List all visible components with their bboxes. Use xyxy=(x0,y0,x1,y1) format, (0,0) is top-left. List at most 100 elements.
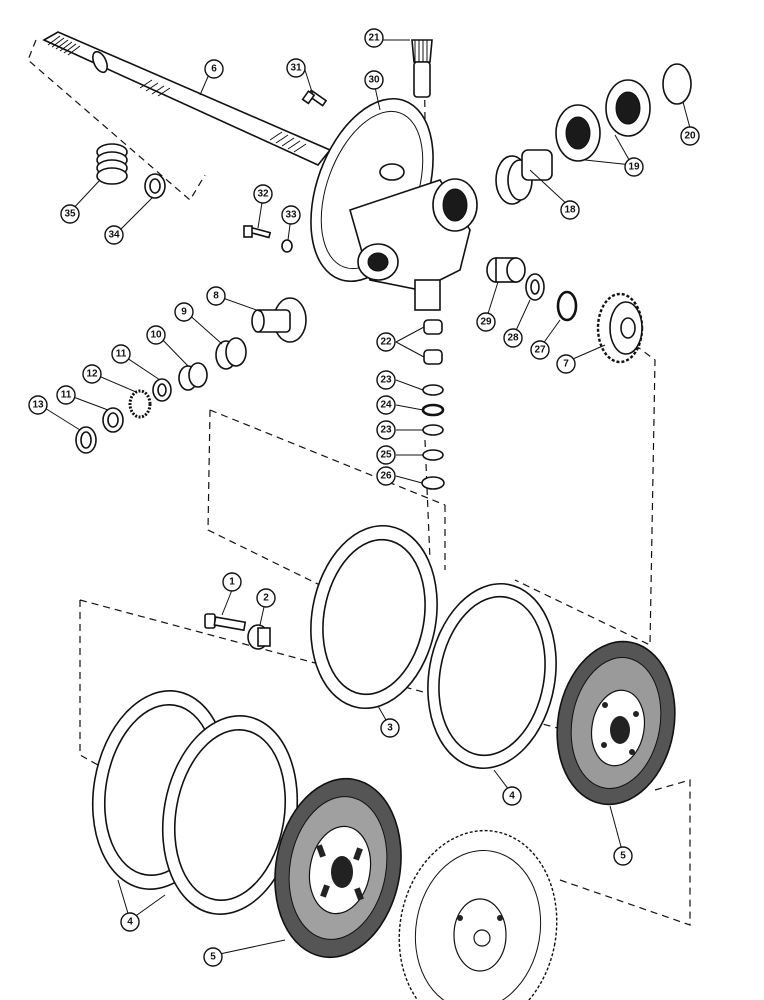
callout-30: 30 xyxy=(364,70,384,90)
callout-19: 19 xyxy=(624,157,644,177)
svg-text:25: 25 xyxy=(380,450,392,461)
callout-10: 10 xyxy=(146,325,166,345)
callout-23-lower: 23 xyxy=(376,420,396,440)
svg-text:30: 30 xyxy=(368,75,380,86)
washer-part-11a xyxy=(152,378,172,402)
svg-text:12: 12 xyxy=(86,369,98,380)
callout-4-right: 4 xyxy=(502,786,522,806)
bushing-part-2 xyxy=(247,624,271,650)
bearing-part-9 xyxy=(215,337,247,370)
callout-32: 32 xyxy=(253,184,273,204)
svg-text:28: 28 xyxy=(507,333,519,344)
callout-11-upper: 11 xyxy=(111,344,131,364)
plate-part-4-upper xyxy=(427,582,557,770)
bolt-part-32 xyxy=(243,225,272,239)
svg-text:34: 34 xyxy=(108,230,120,241)
callout-4-left: 4 xyxy=(120,912,140,932)
svg-text:6: 6 xyxy=(211,64,217,75)
svg-text:5: 5 xyxy=(210,952,216,963)
svg-text:10: 10 xyxy=(150,330,162,341)
svg-text:9: 9 xyxy=(181,307,187,318)
svg-text:31: 31 xyxy=(290,63,302,74)
svg-text:19: 19 xyxy=(628,162,640,173)
callout-13: 13 xyxy=(28,395,48,415)
plate-part-3 xyxy=(310,524,438,710)
shaft-part-6 xyxy=(42,31,332,166)
svg-text:26: 26 xyxy=(380,471,392,482)
svg-text:22: 22 xyxy=(380,337,392,348)
washer-part-34 xyxy=(144,173,166,199)
callout-12: 12 xyxy=(82,364,102,384)
svg-text:23: 23 xyxy=(380,375,392,386)
callout-7: 7 xyxy=(556,354,576,374)
svg-text:13: 13 xyxy=(32,400,44,411)
bearing-part-10 xyxy=(178,362,208,391)
callout-26: 26 xyxy=(376,466,396,486)
friction-disc-part-5-lower xyxy=(274,777,402,959)
svg-text:3: 3 xyxy=(387,723,393,734)
callout-23-upper: 23 xyxy=(376,370,396,390)
svg-text:35: 35 xyxy=(64,209,76,220)
callout-31: 31 xyxy=(286,58,306,78)
callout-1: 1 xyxy=(222,572,242,592)
callout-5-left: 5 xyxy=(203,947,223,967)
callout-28: 28 xyxy=(503,328,523,348)
callout-27: 27 xyxy=(530,340,550,360)
housing-part-30 xyxy=(310,97,478,311)
callout-3: 3 xyxy=(380,718,400,738)
callouts: 21 31 30 6 20 19 18 35 34 32 33 8 9 10 1… xyxy=(28,28,700,967)
svg-text:1: 1 xyxy=(229,577,235,588)
bearing-part-19 xyxy=(555,79,651,162)
callout-35: 35 xyxy=(60,204,80,224)
callout-5-right: 5 xyxy=(613,846,633,866)
svg-text:27: 27 xyxy=(534,345,546,356)
callout-25: 25 xyxy=(376,445,396,465)
gear-part-7 xyxy=(596,292,644,364)
washer-part-33 xyxy=(281,239,293,253)
washer-stack-parts-23-26 xyxy=(421,384,445,490)
callout-20: 20 xyxy=(680,126,700,146)
svg-text:2: 2 xyxy=(263,593,269,604)
callout-22: 22 xyxy=(376,332,396,352)
snap-ring-part-20 xyxy=(662,63,692,105)
callout-24: 24 xyxy=(376,395,396,415)
callout-33: 33 xyxy=(281,205,301,225)
bolt-part-1 xyxy=(204,613,247,632)
washer-part-28 xyxy=(525,273,545,301)
svg-text:11: 11 xyxy=(116,349,127,360)
callout-2: 2 xyxy=(256,588,276,608)
washer-part-13 xyxy=(75,426,97,454)
callout-6: 6 xyxy=(204,59,224,79)
gear-part-18 xyxy=(495,149,553,205)
bearing-part-22 xyxy=(423,319,443,365)
svg-text:4: 4 xyxy=(127,917,133,928)
svg-text:7: 7 xyxy=(563,359,569,370)
svg-text:32: 32 xyxy=(257,189,269,200)
svg-text:20: 20 xyxy=(684,131,696,142)
callout-11-lower: 11 xyxy=(56,385,76,405)
callout-18: 18 xyxy=(560,200,580,220)
svg-text:5: 5 xyxy=(620,851,626,862)
thrust-bearing-part-12 xyxy=(128,389,152,419)
svg-text:23: 23 xyxy=(380,425,392,436)
bearing-part-29 xyxy=(486,257,526,283)
svg-text:21: 21 xyxy=(368,33,380,44)
friction-disc-part-5-upper xyxy=(556,640,676,806)
washer-part-11b xyxy=(102,407,124,433)
callout-34: 34 xyxy=(104,225,124,245)
plate-part-4-lower-back xyxy=(161,715,299,915)
flywheel xyxy=(398,829,558,1000)
callout-8: 8 xyxy=(206,286,226,306)
gear-part-8 xyxy=(251,297,307,343)
callout-21: 21 xyxy=(364,28,384,48)
svg-text:29: 29 xyxy=(480,317,492,328)
washer-part-27 xyxy=(556,290,578,322)
svg-text:24: 24 xyxy=(380,400,392,411)
svg-text:33: 33 xyxy=(285,210,297,221)
svg-text:8: 8 xyxy=(213,291,219,302)
svg-text:11: 11 xyxy=(61,390,72,401)
callout-9: 9 xyxy=(174,302,194,322)
svg-text:18: 18 xyxy=(564,205,576,216)
pin-part-21 xyxy=(411,39,433,98)
